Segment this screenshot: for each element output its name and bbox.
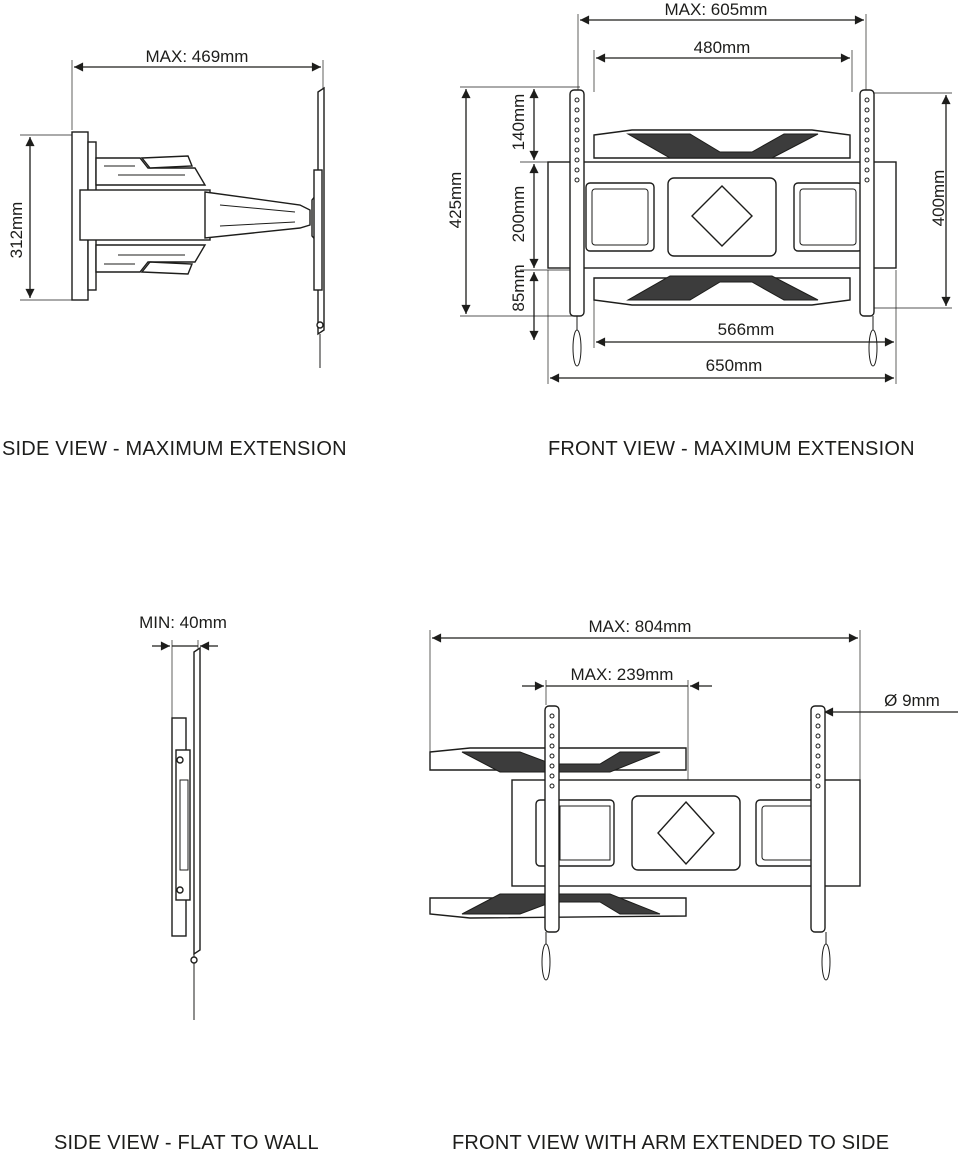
side-view-flat-to-wall: MIN: 40mm bbox=[139, 613, 227, 1020]
hole-label: Ø 9mm bbox=[884, 691, 940, 710]
front-top-offset-label: 140mm bbox=[509, 94, 528, 151]
caption-side-max: SIDE VIEW - MAXIMUM EXTENSION bbox=[2, 438, 347, 460]
lower-arm bbox=[95, 244, 207, 273]
ext-left-rail bbox=[544, 705, 560, 933]
side-max-height-label: 312mm bbox=[7, 202, 26, 259]
side-max-width-label: MAX: 469mm bbox=[146, 47, 249, 66]
front-view-arm-extended: MAX: 804mm MAX: 239mm Ø 9mm bbox=[429, 617, 958, 981]
front-inner-width-label: 480mm bbox=[694, 38, 751, 57]
side-ext-offset-label: MAX: 239mm bbox=[571, 665, 674, 684]
caption-front-side: FRONT VIEW WITH ARM EXTENDED TO SIDE bbox=[452, 1132, 890, 1154]
caption-front-max: FRONT VIEW - MAXIMUM EXTENSION bbox=[548, 438, 915, 460]
side-flat-min-label: MIN: 40mm bbox=[139, 613, 227, 632]
upper-arm bbox=[95, 157, 207, 186]
flat-tv-bracket bbox=[193, 646, 201, 956]
front-bottom-offset-label: 85mm bbox=[509, 264, 528, 311]
left-vesa-rail bbox=[569, 89, 585, 317]
ext-right-rail bbox=[810, 705, 826, 933]
right-vesa-rail bbox=[859, 89, 875, 317]
extension-arm bbox=[204, 191, 311, 239]
caption-side-flat: SIDE VIEW - FLAT TO WALL bbox=[54, 1132, 319, 1154]
side-view-max-extension: MAX: 469mm 312mm bbox=[7, 47, 325, 368]
front-max-width-label: MAX: 605mm bbox=[665, 0, 768, 19]
front-view-max-extension: MAX: 605mm 480mm 425mm 140mm 200mm 85mm … bbox=[446, 0, 952, 384]
front-arm-width-label: 566mm bbox=[718, 320, 775, 339]
front-mid-offset-label: 200mm bbox=[509, 186, 528, 243]
front-plate-width-label: 650mm bbox=[706, 356, 763, 375]
arm-spine bbox=[79, 189, 211, 241]
side-ext-total-label: MAX: 804mm bbox=[589, 617, 692, 636]
front-vesa-height-label: 400mm bbox=[929, 170, 948, 227]
front-total-height-label: 425mm bbox=[446, 172, 465, 229]
